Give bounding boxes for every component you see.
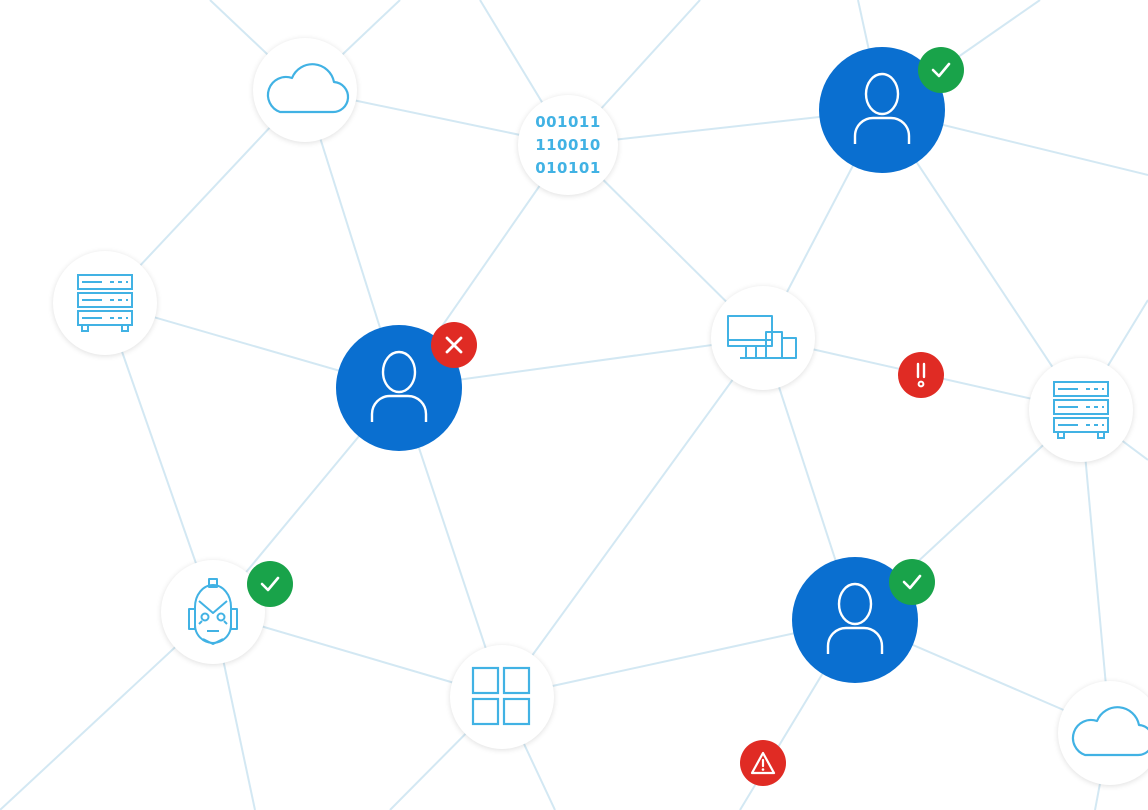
checkmark-icon: [902, 574, 922, 590]
binary-data-node: 001011 110010 010101: [518, 95, 618, 195]
connection-line: [104, 302, 214, 613]
cloud-node: [253, 38, 357, 142]
status-ok-badge: [918, 47, 964, 93]
close-icon: [445, 336, 463, 354]
server-rack-icon: [1053, 381, 1109, 439]
devices-icon: [727, 315, 797, 359]
devices-node: [711, 286, 815, 390]
app-grid-icon: [471, 666, 531, 726]
user-icon: [370, 350, 428, 422]
status-ok-badge: [247, 561, 293, 607]
exclamation-icon: [916, 362, 926, 388]
server-node: [1029, 358, 1133, 462]
warning-triangle-icon: [750, 751, 776, 775]
alert-badge: [898, 352, 944, 398]
binary-data-icon: 001011 110010 010101: [535, 111, 601, 180]
user-icon: [853, 72, 911, 144]
robot-icon: [188, 578, 238, 645]
cloud-node: [1058, 681, 1148, 785]
connection-line: [1080, 409, 1111, 731]
cloud-icon: [1071, 706, 1148, 757]
binary-line: 010101: [535, 158, 601, 177]
server-rack-icon: [77, 274, 133, 332]
user-icon: [826, 582, 884, 654]
connection-line: [501, 337, 764, 698]
alert-badge: [740, 740, 786, 786]
status-error-badge: [431, 322, 477, 368]
binary-line: 110010: [535, 135, 601, 154]
cloud-icon: [266, 63, 350, 114]
server-node: [53, 251, 157, 355]
checkmark-icon: [260, 576, 280, 592]
status-ok-badge: [889, 559, 935, 605]
checkmark-icon: [931, 62, 951, 78]
binary-line: 001011: [535, 112, 601, 131]
app-grid-node: [450, 645, 554, 749]
